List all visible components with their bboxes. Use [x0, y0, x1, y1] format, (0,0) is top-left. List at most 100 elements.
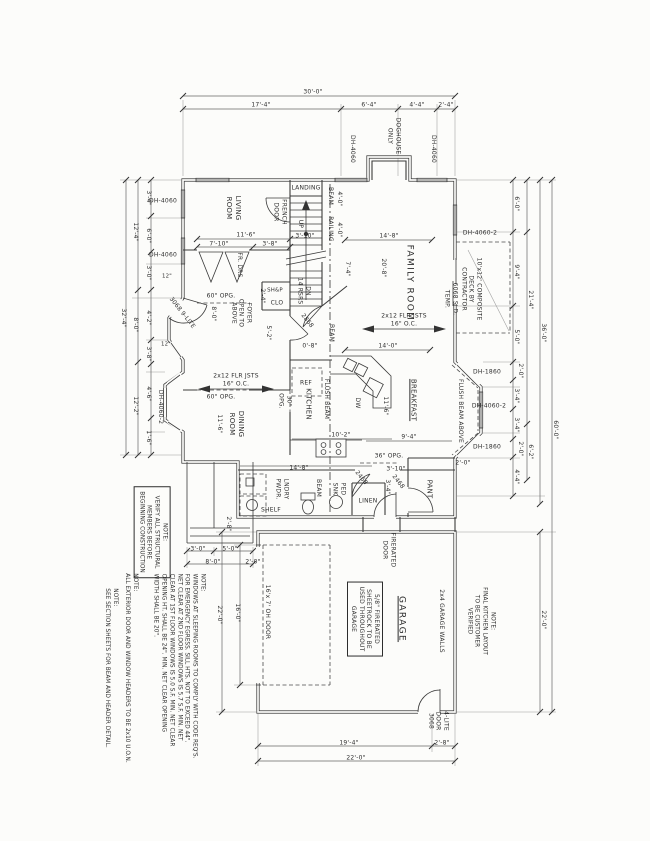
dim-top-seg1: 17'-4": [251, 101, 271, 109]
dim-living-w: 11'-6": [236, 231, 256, 239]
dim-left-jog-0: 12": [162, 273, 172, 280]
dim-left-jog-1: 12": [161, 341, 171, 348]
dim-clo: 2'-4": [258, 288, 266, 304]
room-garage: GARAGE: [396, 595, 407, 643]
joists-dining-label: 2x12 FLR JSTS 16" O.C.: [213, 372, 259, 388]
dim-bottom-overall: 22'-0": [346, 754, 366, 762]
dim-left-t1-2: 3'-0": [144, 265, 152, 281]
room-living: LIVING ROOM: [225, 195, 242, 221]
opening-36: 36" OPG.: [374, 452, 404, 460]
dim-top-seg2: 6'-4": [361, 101, 377, 109]
dim-bottom-seg1: 19'-4": [339, 739, 359, 747]
dim-right-garage: 22'-0": [539, 610, 547, 630]
dim-right-t1-3: 2'-0": [516, 363, 524, 379]
dim-stair-w: 3'-10": [295, 232, 315, 240]
doghouse-label: DOGHOUSE ONLY: [387, 117, 402, 155]
window-tag-top-b: DH-4060: [429, 135, 437, 163]
dim-right-t1-6: 2'-0": [516, 441, 524, 457]
dw-label: DW: [353, 397, 361, 409]
dim-left-t1-1: 6'-0": [144, 228, 152, 244]
dim-family-h: 20'-8": [379, 258, 387, 278]
railing-label: RAILING: [326, 216, 334, 242]
dim-landing-a: 4'-0": [335, 191, 343, 207]
deck-outline: [456, 241, 511, 334]
dim-right-t2-0: 21'-4": [526, 290, 534, 310]
note-structural: NOTE: VERIFY ALL STRUCTURAL MEMBERS BEFO…: [133, 486, 171, 578]
dim-right-t1-7: 4'-4": [512, 469, 520, 485]
overhead-door-tag: 16'x 7' OH DOOR: [263, 584, 271, 640]
dim-bkfst-h: 9'-4": [401, 433, 417, 441]
doors: [168, 197, 441, 713]
window-tag-top-a: DH-4060: [348, 135, 356, 163]
dim-hall-b: 3'-4": [383, 479, 391, 495]
room-foyer: FOYER OPEN TO ABOVE: [230, 298, 253, 328]
dim-foyer-h: 5'-2": [264, 325, 272, 341]
flush-beam-above-label: FLUSH BEAM ABOVE: [456, 378, 464, 444]
window-tag-family: DH-4060-2: [462, 229, 498, 237]
window-tag-left-a: DH-4060: [149, 197, 177, 205]
french-door-tag: FRENCH DOOR: [273, 199, 288, 225]
note-sections: NOTE: SEE SECTION SHEETS FOR BEAM AND HE…: [104, 588, 118, 748]
dim-stoop-2: 8'-0": [205, 558, 221, 566]
dim-right-t1-0: 6'-0": [512, 196, 520, 212]
garage-walls-label: 2x4 GARAGE WALLS: [437, 589, 445, 653]
dim-top-seg4: 2'-4": [438, 101, 454, 109]
dim-family-top: 14'-8": [379, 232, 399, 240]
dim-right-overall: 60'-0": [551, 420, 559, 440]
opening-60-a: 60" OPG.: [206, 292, 236, 300]
dim-stoop-4: 2'-8": [224, 516, 232, 532]
dim-garage-left-0: 22'-0": [215, 605, 223, 625]
window-tag-bay-mid: DH-4060-2: [471, 402, 507, 410]
dim-top-overall: 30'-0": [303, 88, 323, 96]
garage-rear-door-tag: 4-LITE DOOR 3068: [427, 711, 450, 731]
dim-foyer-w: 8'-0": [209, 306, 217, 322]
window-tag-left-b: DH-4060: [149, 251, 177, 259]
room-linen: LINEN: [358, 497, 378, 505]
stairs: [285, 200, 327, 307]
note-headers: NOTE: ALL EXTERIOR DOOR AND WINDOW HEADE…: [124, 573, 138, 763]
dim-stoop-3: 2'-0": [245, 558, 261, 566]
fire-door-tag: FIRERATED DOOR: [382, 532, 397, 568]
window-tag-bay-lower: DH-1860: [473, 443, 501, 451]
room-kitchen: KITCHEN: [304, 388, 313, 420]
closet-shelf-label: SH&P: [267, 287, 283, 294]
dim-left-t2-0: 12'-4": [131, 222, 139, 242]
interior-walls: [183, 160, 455, 517]
dim-right-t1-2: 5'-0": [512, 329, 520, 345]
room-family: FAMILY ROOM: [404, 244, 415, 322]
opening-60-b: 60" OPG.: [206, 393, 236, 401]
extension-lines: [120, 100, 556, 766]
dim-beam-off: 0'-8": [302, 342, 318, 350]
dim-right-t1-1: 9'-4": [512, 264, 520, 280]
dim-living-a: 7'-10": [209, 240, 229, 248]
dim-left-t1-6: 1'-6": [144, 430, 152, 446]
sheetrock-note: 5/8" FIRERATED SHEETROCK TO BE USED THRO…: [347, 581, 383, 657]
dim-stair-h: 7'-4": [343, 261, 351, 277]
dim-living-b: 3'-8": [262, 240, 278, 248]
window-tag-dining-bay: DH-4060-2: [156, 389, 164, 425]
dim-laundry-w: 14'-8": [289, 464, 309, 472]
dim-right-t1-4: 3'-4": [512, 388, 520, 404]
joist-arrows: [198, 325, 446, 393]
dim-left-t1-4: 3'-8": [144, 346, 152, 362]
dim-hall-a: 3'-10": [386, 465, 406, 473]
stair-up-label: UP: [296, 219, 304, 229]
joists-family-label: 2x12 FLR JSTS 16" O.C.: [381, 312, 427, 328]
dim-left-t2-2: 12'-2": [131, 396, 139, 416]
dim-right-house: 36'-0": [539, 323, 547, 343]
room-landing: LANDING: [291, 184, 321, 192]
closet-label: CLO: [270, 299, 284, 307]
bath-fixtures: [239, 473, 343, 517]
beam-label-laundry: BEAM: [314, 479, 322, 497]
front-stoop: [186, 462, 254, 544]
overhead-door-track: [262, 544, 331, 686]
window-tag-bay-upper: DH-1860: [473, 368, 501, 376]
wall-openings: [162, 177, 484, 715]
dim-kitchen-w: 10'-2": [331, 431, 351, 439]
flush-beam-label: FLUSH BEAM: [322, 378, 330, 420]
room-dining: DINING ROOM: [228, 410, 245, 438]
dim-top-seg3: 4'-4": [409, 101, 425, 109]
dim-stoop-1: 5'-0": [222, 545, 238, 553]
dim-right-t2-1: 6'-2": [526, 444, 534, 460]
